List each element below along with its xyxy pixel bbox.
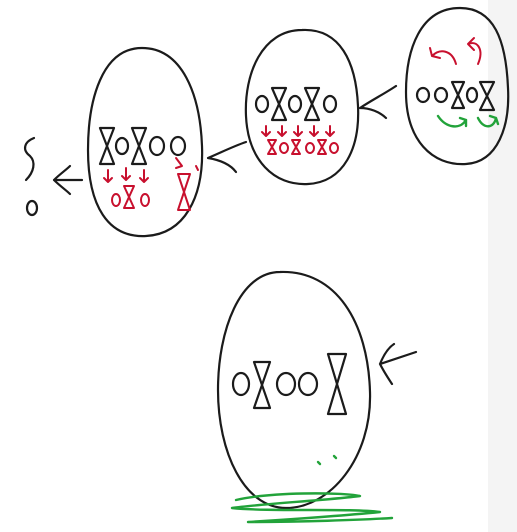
circle-symbol (297, 371, 319, 397)
hourglass-symbol (270, 86, 288, 122)
green-scribble (230, 492, 394, 524)
green-arrow-right (476, 114, 500, 128)
arrow-step1-to-step2 (358, 84, 398, 120)
hourglass-symbol (478, 80, 496, 112)
arrow-into-start (378, 342, 418, 386)
circle-symbol (275, 371, 297, 397)
symbol-row-start (231, 352, 348, 416)
green-dots (316, 454, 338, 466)
circle-symbol (322, 94, 338, 114)
red-shift-row-step2 (261, 125, 339, 155)
arrow-step2-to-step3 (206, 140, 248, 174)
circle-symbol (415, 86, 431, 104)
hourglass-symbol (130, 126, 148, 166)
circle-symbol (169, 135, 187, 157)
green-arrow-left (436, 114, 468, 128)
circle-symbol (433, 86, 449, 104)
red-shift-row-step3 (103, 157, 199, 211)
bubble-step2 (244, 28, 360, 186)
hourglass-symbol (98, 126, 116, 166)
circle-symbol (148, 135, 166, 157)
bubble-step1 (404, 6, 510, 166)
hourglass-symbol (303, 86, 321, 122)
bracket-stroke (24, 136, 36, 182)
result-mark (24, 136, 39, 217)
hourglass-symbol (326, 352, 348, 416)
red-arrow-left (429, 47, 457, 65)
arrow-step3-to-result (52, 164, 84, 196)
circle-symbol (465, 86, 479, 104)
hourglass-symbol (450, 80, 466, 110)
hourglass-symbol (252, 360, 272, 410)
circle-symbol (254, 94, 270, 114)
bubble-step3 (86, 46, 204, 238)
red-arrow-right (467, 37, 482, 65)
result-circle-symbol (25, 199, 39, 217)
paper-edge-shadow (488, 0, 517, 532)
symbol-row-step3 (98, 126, 187, 166)
symbol-row-step2 (254, 86, 338, 122)
symbol-row-step1 (415, 80, 496, 112)
circle-symbol (287, 94, 303, 114)
circle-symbol (231, 371, 251, 397)
bubble-start (216, 270, 394, 524)
circle-symbol (114, 136, 130, 156)
